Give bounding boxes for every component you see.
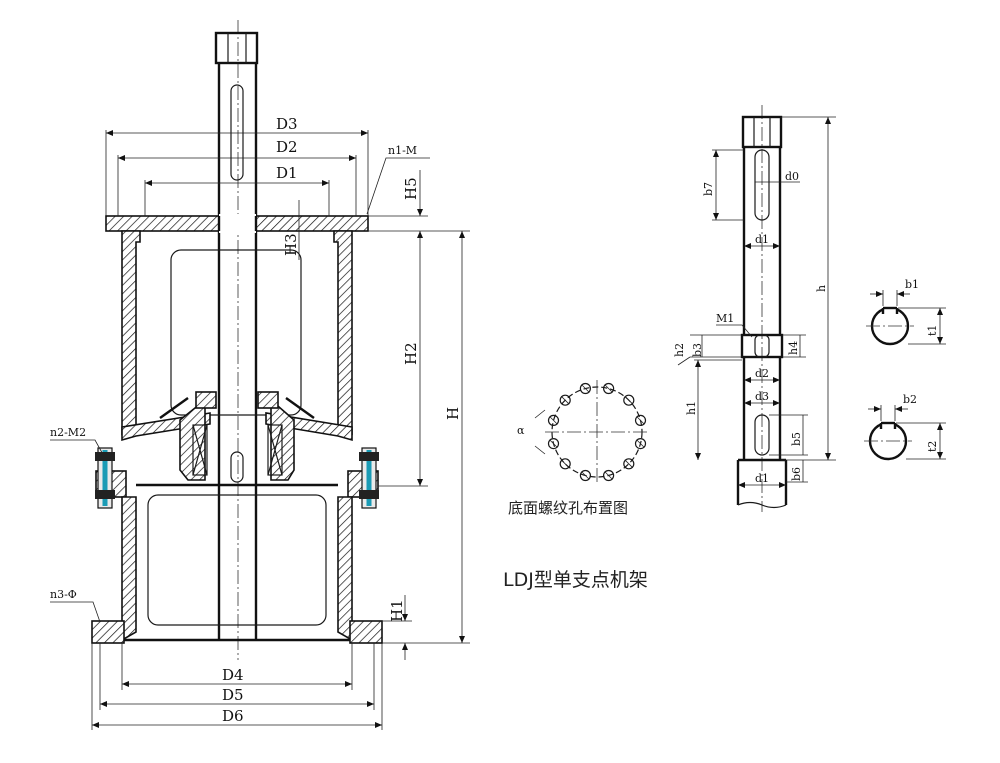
upper-window <box>170 249 302 416</box>
dim-H5-group: H5 <box>368 170 470 232</box>
hole-pattern-view: α 底面螺纹孔布置图 <box>508 380 650 517</box>
keyway-section-1: b1 t1 <box>866 278 946 346</box>
dim-d1-top: d1 <box>755 233 769 246</box>
main-bottom-dimensions: D4 D5 D6 <box>91 643 383 730</box>
dim-h4: h4 <box>787 341 800 355</box>
bolt-hole <box>634 414 647 426</box>
dim-d1-bottom: d1 <box>755 472 769 485</box>
base-flange-right <box>349 620 383 644</box>
lower-window <box>147 494 327 626</box>
bolt-hole <box>602 382 615 395</box>
shaft-keyway-bottom <box>230 451 244 483</box>
angle-alpha: α <box>517 424 525 437</box>
shaft-top-nut <box>214 31 259 65</box>
dim-b1: b1 <box>905 278 919 291</box>
bolt-hole <box>547 438 560 450</box>
dim-H3: H3 <box>282 233 300 256</box>
shaft-end-nut <box>741 115 783 149</box>
bolt-hole-cross <box>549 416 558 425</box>
dim-D3: D3 <box>276 115 298 133</box>
upper-left-wall <box>121 230 141 436</box>
bolt-hole <box>634 438 647 450</box>
dim-H: H <box>444 407 462 420</box>
bolt-hole <box>579 469 592 482</box>
callout-leader-n3 <box>50 601 101 623</box>
lower-right-wall <box>337 496 353 642</box>
callout-leader-n2 <box>50 439 106 459</box>
dim-h: h <box>815 285 828 292</box>
bolt-hole-cross <box>604 384 613 393</box>
lower-left-wall <box>121 496 137 642</box>
dim-t2: t2 <box>926 441 939 452</box>
dim-D6: D6 <box>222 707 244 725</box>
dim-t1: t1 <box>926 325 939 336</box>
dim-H1: H1 <box>388 599 406 622</box>
side-bolt-left <box>95 447 115 509</box>
callout-n2-M2: n2-M2 <box>50 426 86 439</box>
dim-D4: D4 <box>222 666 244 684</box>
dim-b7: b7 <box>702 182 715 196</box>
bolt-hole <box>623 458 635 470</box>
main-top-dimensions: D3 D2 D1 <box>105 115 369 216</box>
dim-h1: h1 <box>685 401 698 415</box>
dim-b3: b3 <box>691 343 704 357</box>
callout-n3-phi: n3-Φ <box>50 588 77 601</box>
bolt-hole-cross <box>549 439 558 448</box>
bolt-hole-cross <box>604 471 613 480</box>
callout-leader-n1 <box>366 157 430 215</box>
drawing-title: LDJ型单支点机架 <box>503 569 648 591</box>
dim-H5: H5 <box>402 177 420 200</box>
dim-D1: D1 <box>276 164 298 182</box>
bolt-hole-cross <box>560 459 570 469</box>
shaft-view: b7 d0 d1 h M1 h2 b3 h4 d2 d3 <box>673 105 836 512</box>
shaft-keyway-top <box>230 84 244 181</box>
bolt-hole-cross <box>624 395 634 405</box>
bolt-hole <box>559 394 571 406</box>
dim-b2: b2 <box>903 393 917 406</box>
bolt-hole <box>623 394 635 406</box>
callout-n1-M: n1-M <box>388 144 417 157</box>
shaft-keyway-upper <box>754 149 770 221</box>
shaft-keyway-lower <box>754 414 770 456</box>
upper-right-wall <box>333 230 353 436</box>
bolt-hole-cross <box>636 439 645 448</box>
bolt-hole-cross <box>581 384 590 393</box>
bolt-hole-cross <box>636 416 645 425</box>
dim-M1: M1 <box>716 312 734 325</box>
bolt-hole-cross <box>581 471 590 480</box>
dim-d2: d2 <box>755 367 769 380</box>
bearing-housing <box>159 391 315 481</box>
bolt-hole <box>579 382 592 395</box>
dim-D5: D5 <box>222 686 244 704</box>
hole-pattern-caption: 底面螺纹孔布置图 <box>508 499 628 517</box>
bolt-hole <box>547 414 560 426</box>
side-bolt-right <box>359 447 379 509</box>
dim-D2: D2 <box>276 138 298 156</box>
bolt-holes <box>547 382 647 482</box>
bolt-hole <box>602 469 615 482</box>
main-frame-view: D3 D2 D1 n1-M H5 H3 H2 H H1 n2 <box>50 20 470 730</box>
dim-b5: b5 <box>790 432 803 446</box>
bolt-hole-cross <box>560 395 570 405</box>
main-shaft <box>214 31 259 641</box>
dim-b6: b6 <box>790 467 803 481</box>
base-flange-left <box>91 620 125 644</box>
dim-h2: h2 <box>673 343 686 357</box>
dim-d3: d3 <box>755 390 769 403</box>
dim-d0: d0 <box>785 170 799 183</box>
bolt-hole <box>559 458 571 470</box>
keyway-section-2: b2 t2 <box>864 393 946 461</box>
dim-H2: H2 <box>402 342 420 365</box>
bolt-hole-cross <box>624 459 634 469</box>
